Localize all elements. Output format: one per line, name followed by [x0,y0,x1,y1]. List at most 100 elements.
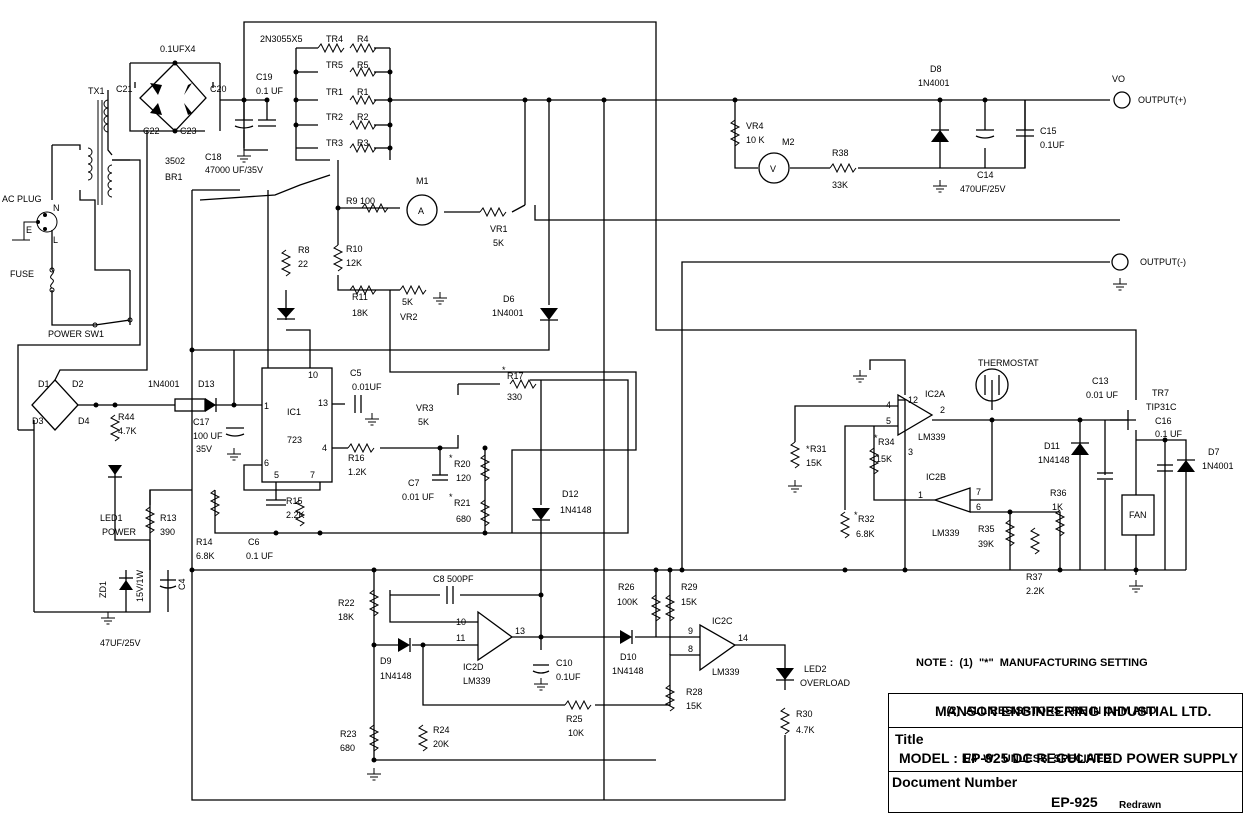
label-d11: D11 [1044,441,1060,451]
label-r29v: 15K [681,597,697,607]
voltmeter-m2-icon [758,152,790,184]
label-r20: R20 [454,459,471,469]
pin-ic1-13: 13 [318,398,328,408]
ic2d-comparator [477,610,514,662]
label-r17v: 330 [507,392,522,402]
pin-ic2d-13: 13 [515,626,525,636]
label-r21v: 680 [456,514,471,524]
label-r35: R35 [978,524,995,534]
pin-ic2c-8: 8 [688,644,693,654]
label-vr1v: 5K [493,238,504,248]
label-c6v: 0.1 UF [246,551,274,561]
label-vr2v: 5K [402,297,413,307]
label-out-pos: OUTPUT(+) [1138,95,1186,105]
ammeter-m1-icon [406,194,438,226]
label-c17: C17 [193,417,210,427]
company-name: MANSON ENGINEERING INDUSTIAL LTD. [935,703,1212,719]
label-r34v: 15K [876,454,892,464]
label-r44: R44 [118,412,135,422]
output-neg-terminal [1111,253,1129,271]
label-r37: R37 [1026,572,1043,582]
label-r36v: 1K [1052,502,1063,512]
label-d12v: 1N4148 [560,505,592,515]
label-r10v: 12K [346,258,362,268]
label-c13: C13 [1092,376,1109,386]
label-ic2a: IC2A [925,389,945,399]
label-tr7v: TIP31C [1146,402,1177,412]
label-r17: R17 [507,371,524,381]
symbols [12,43,1195,781]
label-c7: C7 [408,478,420,488]
label-c17v: 100 UF [193,431,223,441]
label-ic2bv: LM339 [932,528,960,538]
label-d13t: 1N4001 [148,379,180,389]
label-d9v: 1N4148 [380,671,412,681]
label-c19: C19 [256,72,273,82]
label-r34-star: * [874,433,878,443]
label-d12: D12 [562,489,579,499]
label-tr5: TR5 [326,60,343,70]
label-c16v: 0.1 UF [1155,429,1183,439]
pin-ic1-6: 6 [264,458,269,468]
label-c13v: 0.01 UF [1086,390,1119,400]
label-led1b: POWER [102,527,137,537]
label-r8v: 22 [298,259,308,269]
label-r28: R28 [686,687,703,697]
label-r35v: 39K [978,539,994,549]
label-vr1: VR1 [490,224,508,234]
label-r24v: 20K [433,739,449,749]
label-r24: R24 [433,725,450,735]
label-c21: C21 [116,84,133,94]
label-led2: LED2 [804,664,827,674]
ic2c-comparator [699,623,737,672]
label-cx4: 0.1UFX4 [160,44,196,54]
label-fuse: FUSE [10,269,34,279]
label-tr2: TR2 [326,112,343,122]
label-r16: R16 [348,453,365,463]
ic2a-comparator [897,393,934,437]
label-r23: R23 [340,729,357,739]
fuse-icon [50,269,54,289]
label-r21: R21 [454,498,471,508]
title-row-company: MANSON ENGINEERING INDUSTIAL LTD. [889,694,1242,728]
pin-ic2b-6: 6 [976,502,981,512]
label-d10v: 1N4148 [612,666,644,676]
model-line: MODEL : EP-925 DC REGULATED POWER SUPPLY [899,750,1238,766]
output-pos-terminal [1113,91,1131,109]
label-r26v: 100K [617,597,638,607]
label-r31-star: * [806,444,810,454]
label-c4: C4 [177,578,187,590]
label-c5v: 0.01UF [352,382,382,392]
label-ic1v: 723 [287,435,302,445]
pin-ic2d-10: 10 [456,617,466,627]
pin-ic1-4: 4 [322,443,327,453]
pin-ic2a-5: 5 [886,416,891,426]
label-c5: C5 [350,368,362,378]
bridge-d1-d4 [31,379,79,431]
pin-ic2c-14: 14 [738,633,748,643]
label-d13: D13 [198,379,215,389]
label-r8: R8 [298,245,310,255]
label-c18v: 47000 UF/35V [205,165,263,175]
label-r29: R29 [681,582,698,592]
transformer-secondary [107,164,113,198]
label-ic2av: LM339 [918,432,946,442]
label-r17-star: * [502,365,506,375]
label-c17v2: 35V [196,444,212,454]
label-tx1: TX1 [88,86,105,96]
label-ic1: IC1 [287,407,301,417]
label-ic2b: IC2B [926,472,946,482]
label-trs: 2N3055X5 [260,34,303,44]
title-row-model: Title MODEL : EP-925 DC REGULATED POWER … [889,728,1242,772]
doc-number: EP-925 [1051,794,1098,810]
label-led1: LED1 [100,513,123,523]
note-line-3: 1/4 W UNLESS SPECIFIED [916,753,1112,765]
label-r16v: 1.2K [348,467,367,477]
label-fan: FAN [1129,510,1147,520]
label-d4: D4 [78,416,90,426]
label-tr4: TR4 [326,34,343,44]
pin-ic2a-4: 4 [886,400,891,410]
label-r11: R11 [352,292,368,302]
label-vr3v: 5K [418,417,429,427]
